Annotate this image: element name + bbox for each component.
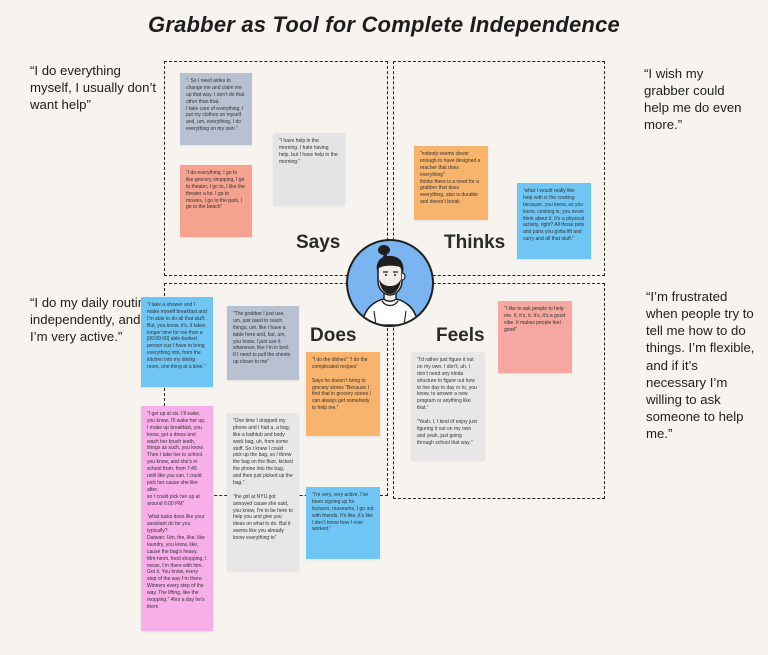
does-label: Does bbox=[310, 325, 357, 346]
sticky-note-thinks-1[interactable]: “nobody seems clever enough to have desi… bbox=[414, 146, 488, 220]
persona-illustration-icon bbox=[361, 245, 419, 325]
thinks-quadrant bbox=[393, 61, 605, 276]
thinks-label: Thinks bbox=[444, 232, 506, 253]
sticky-note-thinks-2[interactable]: “what I would really like help with is t… bbox=[517, 183, 591, 259]
sticky-note-says-3[interactable]: “I do everything. I go to like grocery s… bbox=[180, 165, 252, 237]
sticky-note-feels-1[interactable]: “I like to ask people to help me. It, it… bbox=[498, 301, 572, 373]
sticky-note-does-4[interactable]: “I get up at six. I’ll wake, you know, I… bbox=[141, 406, 213, 631]
persona-avatar bbox=[346, 239, 434, 327]
says-label: Says bbox=[296, 232, 341, 253]
sticky-note-does-3[interactable]: “I do the dishes” “I do the complicated … bbox=[306, 352, 380, 436]
sticky-note-does-5[interactable]: “One time I dropped my phone and I had a… bbox=[227, 413, 299, 571]
feels-quadrant bbox=[393, 283, 605, 499]
thinks-quote: “I wish my grabber could help me do even… bbox=[644, 66, 742, 133]
feels-quote: “I’m frustrated when people try to tell … bbox=[646, 289, 755, 442]
feels-label: Feels bbox=[436, 325, 485, 346]
sticky-note-does-6[interactable]: “I’m very, very active. I’ve been signin… bbox=[306, 487, 380, 559]
sticky-note-does-2[interactable]: “The grabber I just use, um, just used t… bbox=[227, 306, 299, 380]
sticky-note-feels-2[interactable]: “I’d rather just figure it out on my own… bbox=[411, 352, 485, 460]
sticky-note-does-1[interactable]: “I take a shower and I make myself break… bbox=[141, 297, 213, 387]
does-quote: “I do my daily routine independently, an… bbox=[30, 295, 153, 345]
sticky-note-says-2[interactable]: “I have help in the morning. I hate havi… bbox=[273, 133, 345, 205]
sticky-note-says-1[interactable]: “. So I need aides to change me and clai… bbox=[180, 73, 252, 145]
map-title: Grabber as Tool for Complete Independenc… bbox=[148, 12, 620, 37]
says-quote: “I do everything myself, I usually don’t… bbox=[30, 63, 157, 113]
says-quadrant bbox=[164, 61, 388, 276]
